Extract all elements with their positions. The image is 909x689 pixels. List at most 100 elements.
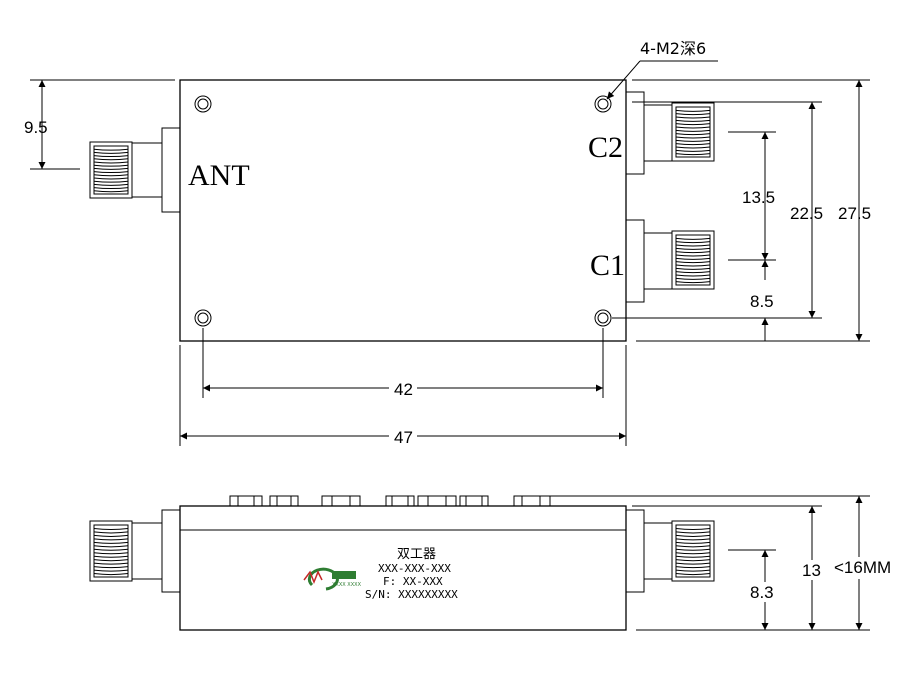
dim-hole-pitch-mask	[389, 379, 417, 397]
thread-line	[675, 541, 711, 544]
side-c-connector	[625, 509, 715, 593]
dim-c2-offset-label: 22.5	[790, 204, 823, 223]
thread-line	[93, 161, 129, 164]
thread-line	[93, 187, 129, 190]
thread-line	[675, 136, 711, 139]
top-body-outline	[179, 79, 627, 342]
dim-ant-offset	[30, 79, 175, 170]
dim-port-height-label: 8.3	[750, 583, 774, 602]
dim-max-height-label: <16MM	[834, 558, 891, 577]
thread-line	[93, 562, 129, 565]
thread-line	[93, 190, 129, 193]
connector-threads	[675, 106, 711, 158]
connector-threads	[675, 524, 711, 578]
thread-line	[675, 126, 711, 129]
nameplate-title: 双工器	[397, 547, 436, 562]
thread-line	[93, 167, 129, 170]
thread-line	[675, 569, 711, 572]
thread-line	[675, 555, 711, 558]
top-view: ANT C2 C1 4-M2深6 9.5 13.5	[24, 39, 871, 447]
connector-threads	[93, 524, 129, 578]
c2-connector	[625, 91, 715, 175]
mounting-hole-top-left	[194, 95, 212, 113]
thread-line	[93, 148, 129, 151]
thread-line	[93, 566, 129, 569]
thread-line	[93, 573, 129, 576]
thread-line	[675, 254, 711, 257]
thread-line	[93, 177, 129, 180]
side-view: 双工器 XXX-XXX-XXX F: XX-XXX S/N: XXXXXXXXX…	[89, 495, 891, 631]
thread-line	[675, 534, 711, 537]
thread-line	[93, 158, 129, 161]
thread-line	[675, 545, 711, 548]
thread-line	[93, 180, 129, 183]
tuning-screws	[229, 495, 551, 507]
dim-height-label: 27.5	[838, 204, 871, 223]
thread-line	[93, 183, 129, 186]
mounting-hole-bottom-left	[194, 309, 212, 327]
thread-line	[675, 237, 711, 240]
thread-line	[93, 541, 129, 544]
thread-line	[675, 123, 711, 126]
nameplate-serial: S/N: XXXXXXXXX	[365, 588, 458, 601]
thread-line	[675, 559, 711, 562]
thread-line	[675, 244, 711, 247]
thread-line	[93, 527, 129, 531]
thread-line	[93, 164, 129, 167]
nameplate: 双工器 XXX-XXX-XXX F: XX-XXX S/N: XXXXXXXXX…	[303, 547, 458, 601]
thread-line	[675, 281, 711, 284]
dim-c-spacing-label: 13.5	[742, 188, 775, 207]
thread-line	[675, 573, 711, 576]
thread-line	[675, 267, 711, 270]
nameplate-freq: F: XX-XXX	[383, 575, 443, 588]
thread-line	[93, 151, 129, 154]
thread-line	[93, 174, 129, 177]
thread-line	[675, 261, 711, 264]
thread-line	[93, 552, 129, 555]
thread-line	[93, 548, 129, 551]
thread-line	[675, 566, 711, 569]
thread-line	[675, 548, 711, 551]
thread-line	[93, 155, 129, 158]
dim-max-height-mask	[832, 557, 888, 579]
thread-line	[675, 133, 711, 136]
thread-line	[675, 247, 711, 250]
c2-port-label: C2	[588, 131, 623, 164]
mounting-hole-bottom-right	[594, 309, 612, 327]
thread-line	[675, 251, 711, 254]
thread-line	[93, 559, 129, 562]
thread-line	[675, 552, 711, 555]
dim-length-label: 47	[394, 428, 413, 447]
thread-line	[675, 264, 711, 267]
thread-line	[675, 271, 711, 274]
c1-connector	[625, 219, 715, 303]
company-logo: XXXX XXXX	[303, 567, 362, 591]
thread-line	[675, 531, 711, 534]
connector-threads	[93, 145, 129, 195]
ant-port-label: ANT	[188, 159, 250, 192]
dim-body-height-label: 13	[802, 561, 821, 580]
thread-line	[93, 569, 129, 572]
thread-line	[675, 109, 711, 112]
thread-line	[675, 139, 711, 142]
thread-line	[675, 129, 711, 132]
thread-line	[675, 274, 711, 277]
thread-line	[675, 119, 711, 122]
thread-line	[675, 116, 711, 119]
side-ant-connector	[89, 509, 181, 593]
dim-port-height-mask	[748, 582, 782, 602]
dim-c1-offset-label: 8.5	[750, 292, 774, 311]
thread-line	[93, 531, 129, 534]
thread-line	[675, 149, 711, 152]
hole-note: 4-M2深6	[640, 39, 706, 58]
logo-caption: XXXX XXXX	[332, 582, 362, 588]
connector-threads	[675, 234, 711, 286]
dim-body-height-mask	[800, 560, 824, 580]
thread-line	[93, 545, 129, 548]
thread-line	[675, 527, 711, 531]
thread-line	[675, 257, 711, 260]
mounting-hole-top-right	[594, 95, 612, 113]
c1-port-label: C1	[590, 249, 625, 282]
thread-line	[675, 562, 711, 565]
